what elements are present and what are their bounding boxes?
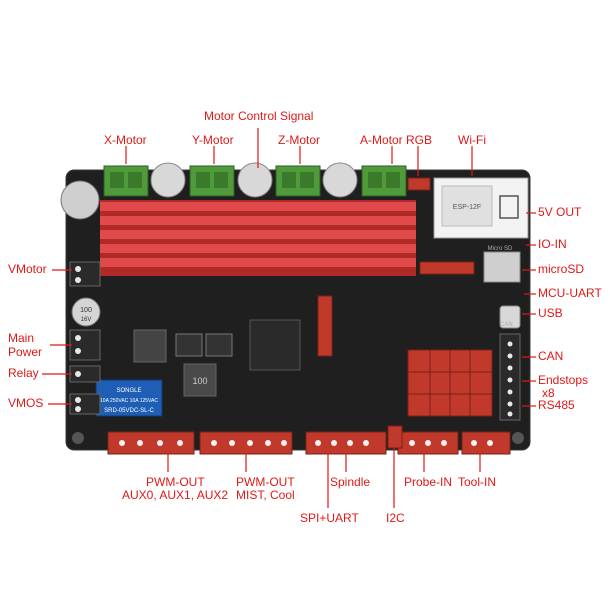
label-power: Power: [8, 345, 43, 359]
i2c-header: [387, 425, 403, 449]
y-motor-terminal: [189, 165, 235, 197]
label-rs485: RS485: [538, 398, 575, 412]
inductor-print: 100: [192, 376, 207, 386]
label-z-motor: Z-Motor: [278, 133, 320, 147]
capacitor: [71, 297, 101, 327]
cap-value-text: 100: [80, 307, 92, 314]
label-endstops-count: x8: [542, 386, 555, 400]
capacitor: [60, 180, 100, 220]
wifi-module-text: ESP-12F: [453, 204, 481, 211]
endstop-grid: [408, 350, 492, 416]
label-aux-channels: AUX0, AUX1, AUX2: [122, 488, 229, 502]
bottom-connector-pins: [119, 440, 493, 446]
inductor: [183, 363, 217, 397]
microsd-print: Micro SD: [488, 246, 513, 252]
mcu-chip: [249, 319, 301, 371]
label-wifi: Wi-Fi: [458, 133, 486, 147]
label-vmos: VMOS: [8, 396, 44, 410]
label-main: Main: [8, 331, 35, 345]
label-a-motor-rgb: A-Motor RGB: [360, 133, 433, 147]
label-can: CAN: [538, 349, 564, 363]
relay-model: SRD-05VDC-SL-C: [104, 408, 154, 414]
label-microsd: microSD: [538, 262, 585, 276]
relay: SONGLE 10A 250VAC 10A 125VAC SRD-05VDC-S…: [95, 379, 163, 417]
right-edge-connector: [499, 333, 521, 421]
bottom-connectors: [107, 431, 511, 455]
motor-signal-header: [317, 295, 333, 357]
leader-lines: [42, 128, 536, 508]
io-in-header: [419, 261, 475, 275]
capacitor: [150, 162, 186, 198]
right-edge-pins: [507, 341, 513, 417]
relay-spec: 10A 250VAC 10A 125VAC: [100, 398, 158, 404]
label-5v-out: 5V OUT: [538, 205, 582, 219]
label-y-motor: Y-Motor: [192, 133, 234, 147]
label-mist-cool: MIST, Cool: [236, 488, 295, 502]
wifi-module: ESP-12F: [433, 177, 529, 239]
can-print: CAN: [500, 322, 513, 328]
driver-heatsink: [100, 200, 416, 276]
z-motor-terminal: [275, 165, 321, 197]
label-x-motor: X-Motor: [104, 133, 147, 147]
label-i2c: I2C: [386, 511, 405, 525]
mount-hole: [512, 432, 524, 444]
label-motor-control-signal: Motor Control Signal: [204, 109, 314, 123]
label-vmotor: VMotor: [8, 262, 47, 276]
mount-hole: [72, 432, 84, 444]
cap-unit-text: 16V: [81, 317, 92, 323]
label-usb: USB: [538, 306, 563, 320]
rgb-header: [407, 177, 431, 191]
usb-port: [499, 305, 521, 329]
mosfet: [205, 333, 233, 357]
label-io-in: IO-IN: [538, 237, 567, 251]
capacitor: [322, 162, 358, 198]
label-spindle: Spindle: [330, 475, 371, 489]
x-motor-terminal: [103, 165, 149, 197]
inductor: [133, 329, 167, 363]
label-endstops: Endstops: [538, 373, 589, 387]
microsd-slot: [483, 251, 521, 283]
mosfet: [175, 333, 203, 357]
label-mcu-uart: MCU-UART: [538, 286, 602, 300]
terminal-pins: [75, 266, 81, 412]
a-motor-terminal: [361, 165, 407, 197]
label-pwm-out-aux: PWM-OUT: [146, 475, 205, 489]
label-pwm-out-mist: PWM-OUT: [236, 475, 295, 489]
label-relay: Relay: [8, 366, 39, 380]
label-spi-uart: SPI+UART: [300, 511, 359, 525]
capacitor: [237, 162, 273, 198]
label-probe-in: Probe-IN: [404, 475, 453, 489]
label-tool-in: Tool-IN: [458, 475, 497, 489]
relay-brand: SONGLE: [116, 388, 141, 394]
